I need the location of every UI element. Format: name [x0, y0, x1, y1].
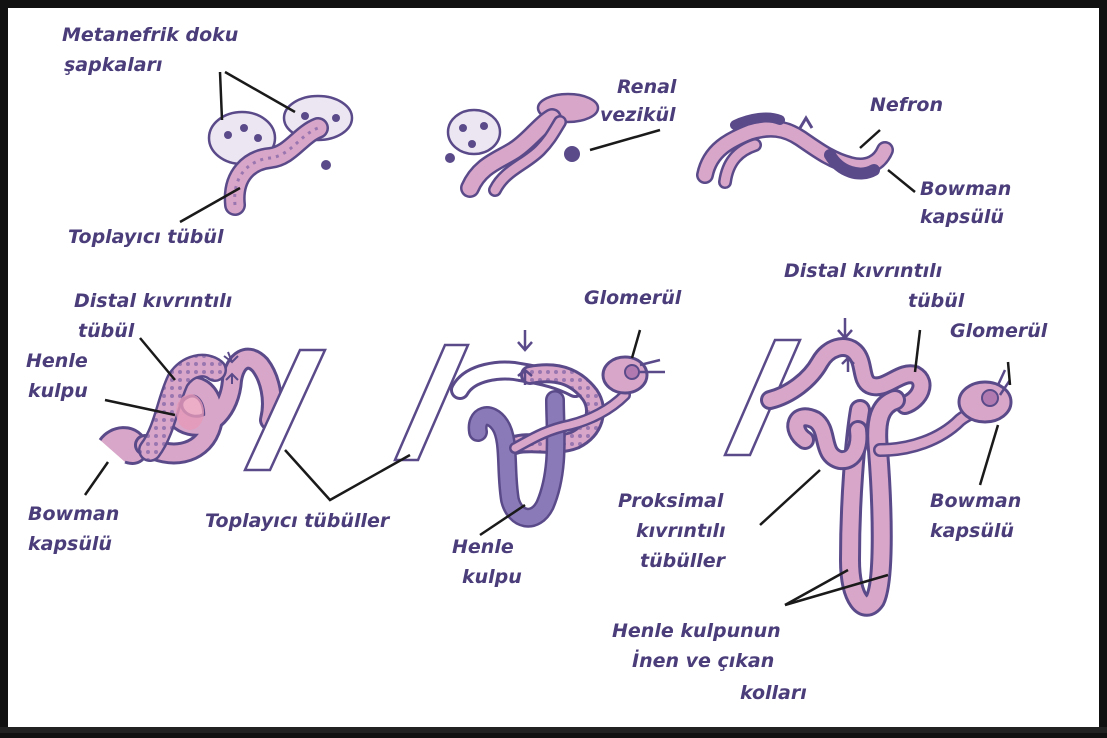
- label-distal-left-line1: Distal kıvrıntılı: [74, 292, 232, 311]
- label-bowman-left-line2: kapsülü: [28, 535, 112, 554]
- label-renal-line2: vezikül: [600, 106, 676, 125]
- label-proksimal-line3: tübüller: [640, 552, 725, 571]
- label-bowman-right-line1: Bowman: [930, 492, 1021, 511]
- label-distal-left-line2: tübül: [78, 322, 134, 341]
- label-henle-arms-line3: kolları: [740, 684, 807, 703]
- label-distal-right-line2: tübül: [908, 292, 964, 311]
- label-proksimal-line1: Proksimal: [618, 492, 723, 511]
- label-bowman-top-line1: Bowman: [920, 180, 1011, 199]
- stage-1-drawing: [209, 96, 352, 205]
- label-toplayici-tubuller: Toplayıcı tübüller: [205, 512, 389, 531]
- label-bowman-right-line2: kapsülü: [930, 522, 1014, 541]
- stage-4-drawing: [100, 345, 468, 470]
- collecting-tubule-2: [395, 345, 468, 460]
- label-metanefrik-line2: şapkaları: [64, 56, 162, 75]
- label-bowman-left-line1: Bowman: [28, 505, 119, 524]
- label-toplayici-tubul: Toplayıcı tübül: [68, 228, 223, 247]
- label-distal-right-line1: Distal kıvrıntılı: [784, 262, 942, 281]
- stage-6-drawing: [725, 318, 1011, 606]
- stage-2-drawing: [445, 94, 598, 190]
- label-henle-mid-line2: kulpu: [462, 568, 522, 587]
- label-glomerul-right: Glomerül: [950, 322, 1047, 341]
- label-glomerul-mid: Glomerül: [584, 289, 681, 308]
- label-metanefrik-line1: Metanefrik doku: [62, 26, 238, 45]
- label-renal-line1: Renal: [617, 78, 676, 97]
- label-henle-arms-line1: Henle kulpunun: [612, 622, 781, 641]
- label-nefron: Nefron: [870, 96, 943, 115]
- label-henle-left-line1: Henle: [26, 352, 88, 371]
- stage-3-drawing: [705, 118, 885, 182]
- label-henle-arms-line2: İnen ve çıkan: [632, 652, 774, 671]
- label-bowman-top-line2: kapsülü: [920, 208, 1004, 227]
- label-henle-left-line2: kulpu: [28, 382, 88, 401]
- label-henle-mid-line1: Henle: [452, 538, 514, 557]
- label-proksimal-line2: kıvrıntılı: [636, 522, 726, 541]
